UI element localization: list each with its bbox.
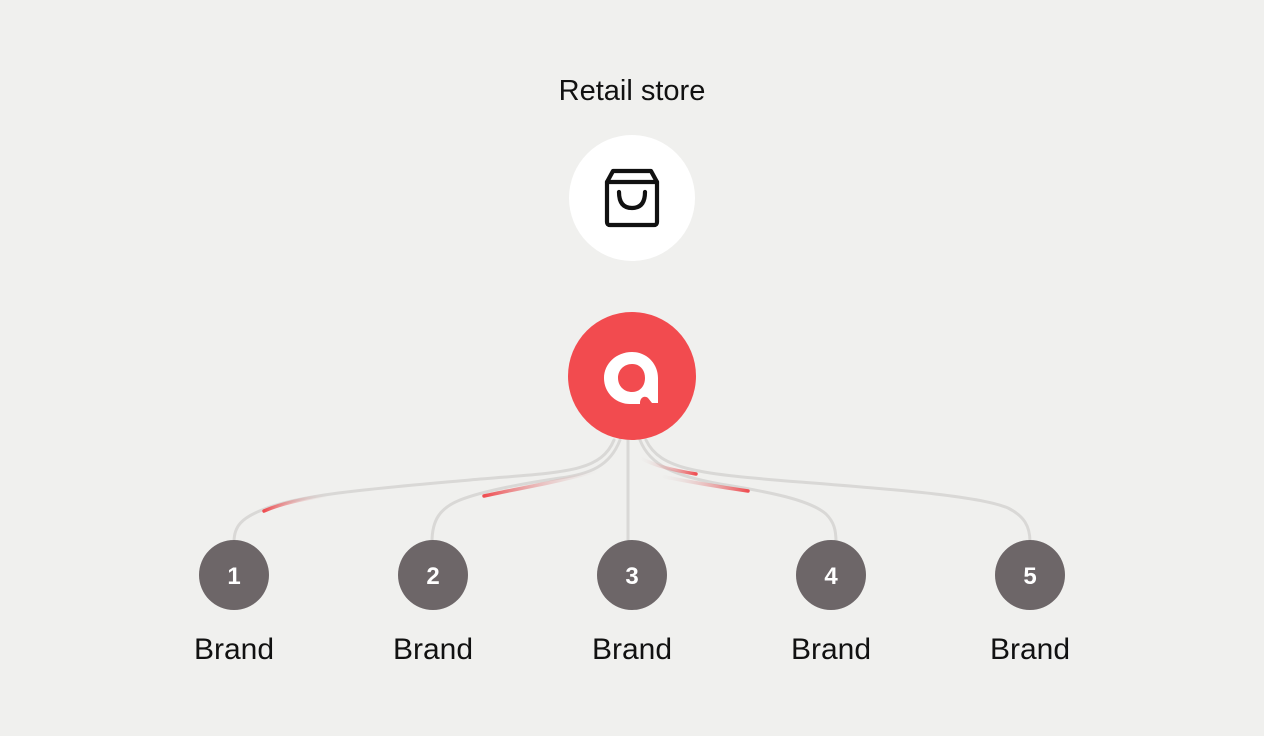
brand-label: Brand [393,633,473,666]
shopping-bag-icon [604,168,660,228]
brand-node-2[interactable]: 2 Brand [393,540,473,666]
brand-node-circle [995,540,1065,610]
pulse-brand-1 [262,493,332,513]
brand-node-5[interactable]: 5 Brand [990,540,1070,666]
brand-number: 5 [1023,563,1036,590]
pulse-brand-2 [482,468,602,498]
hub-node[interactable] [568,312,696,440]
brand-node-circle [199,540,269,610]
connectors-hub-brands [232,438,1032,544]
brand-node-4[interactable]: 4 Brand [791,540,871,666]
brand-logo-a-icon [604,352,658,404]
brand-label: Brand [592,633,672,666]
brand-node-circle [597,540,667,610]
connector-brand-5 [644,438,1032,544]
brand-label: Brand [194,633,274,666]
brand-node-1[interactable]: 1 Brand [194,540,274,666]
hub-node-circle [568,312,696,440]
pulse-brand-4-upper [638,456,698,476]
store-title: Retail store [559,75,706,107]
brand-node-circle [796,540,866,610]
brand-number: 2 [426,563,439,590]
brand-label: Brand [791,633,871,666]
connector-pulses [262,440,750,536]
brand-number: 4 [824,563,838,590]
store-node[interactable] [569,135,695,261]
brand-number: 1 [227,563,240,590]
brand-number: 3 [625,563,638,590]
brand-node-circle [398,540,468,610]
connector-brand-1 [232,438,616,544]
store-node-circle [569,135,695,261]
brand-node-3[interactable]: 3 Brand [592,540,672,666]
connector-brand-2 [430,438,622,544]
pulse-brand-4-lower [658,474,750,493]
brand-label: Brand [990,633,1070,666]
